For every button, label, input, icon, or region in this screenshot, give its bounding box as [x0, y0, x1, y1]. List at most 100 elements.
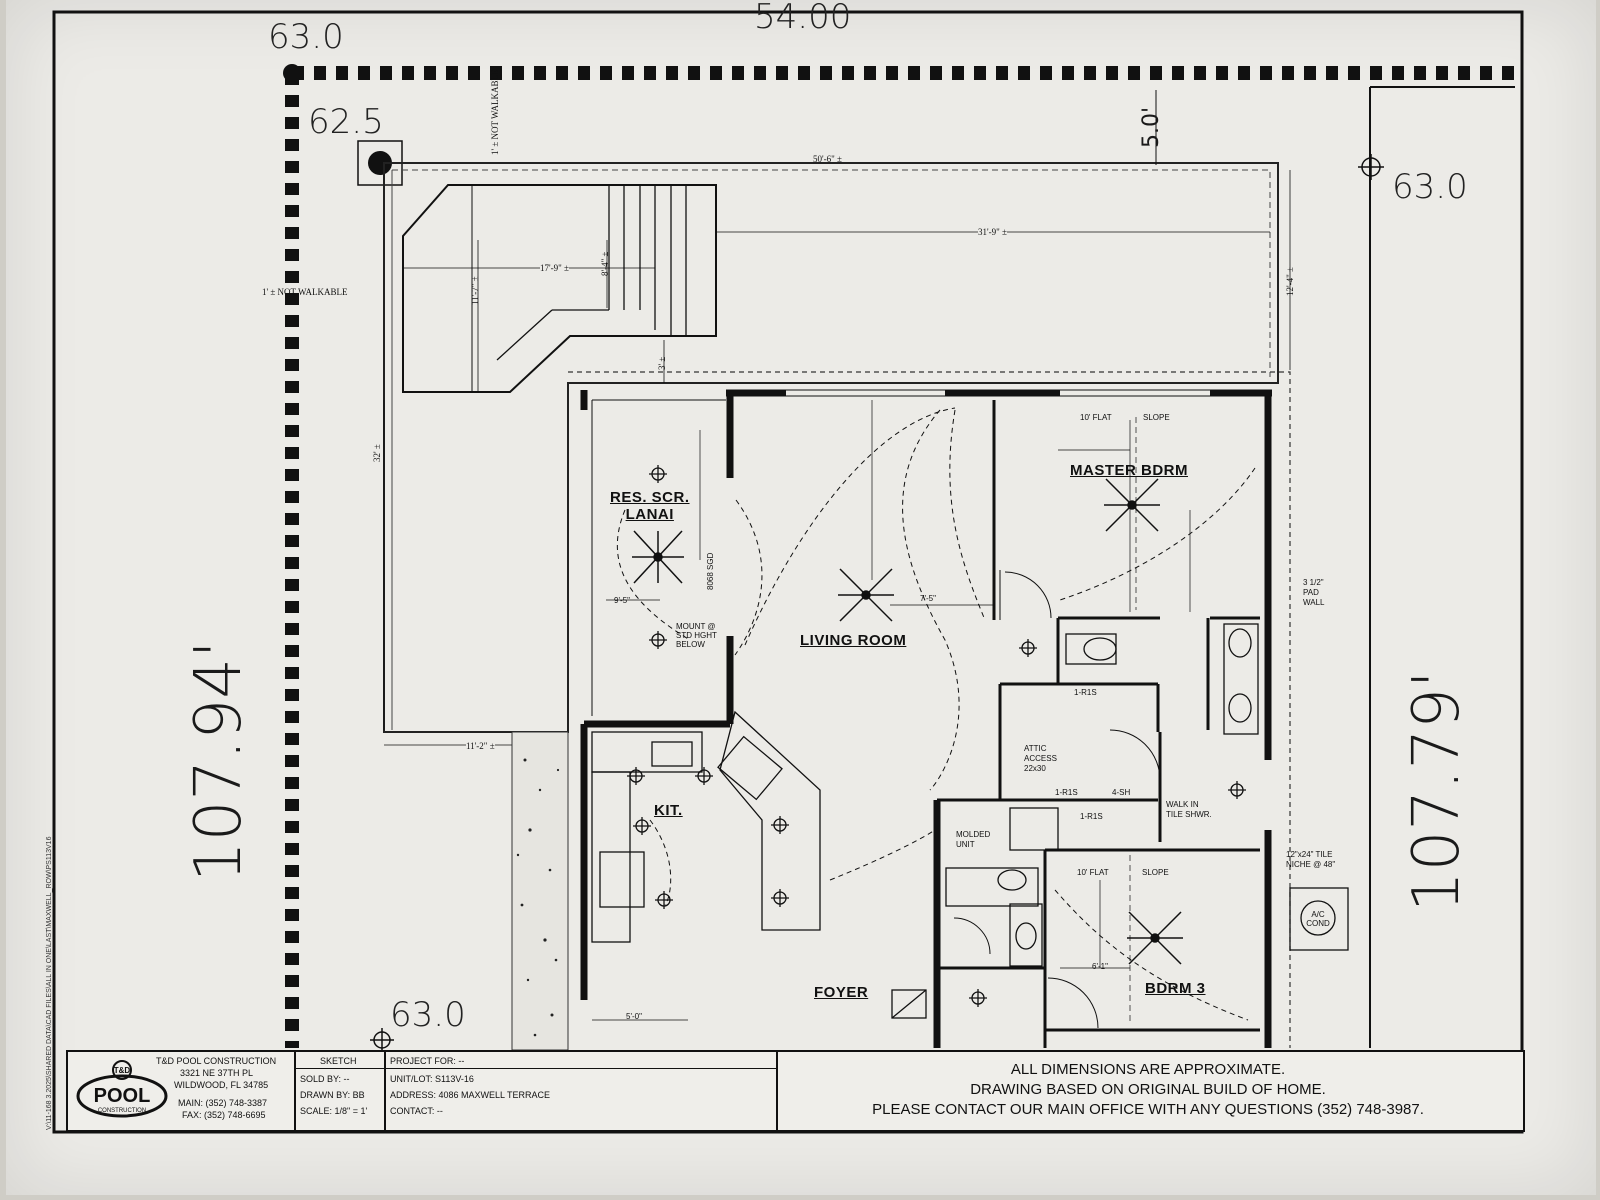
- project-cell: PROJECT FOR: -- UNIT/LOT: S113V-16 ADDRE…: [384, 1052, 778, 1130]
- living-dim: 7'-5": [920, 594, 936, 603]
- sketch-divider: [294, 1068, 384, 1069]
- company-fax: FAX: (352) 748-6695: [182, 1110, 266, 1120]
- bdrm3-dim: 6'-1": [1092, 962, 1108, 971]
- elev-top-left: 63.0: [268, 17, 344, 57]
- ceiling-fans: [632, 478, 1183, 965]
- elev-corner: 62.5: [308, 102, 384, 142]
- room-dimension-lines: [592, 400, 1191, 1025]
- deck-right-dim: 31'-9" ±: [978, 227, 1007, 237]
- company-main-phone: MAIN: (352) 748-3387: [178, 1098, 268, 1108]
- lot-length-left: 107.94': [182, 640, 256, 882]
- lanai-screen: [591, 399, 726, 716]
- walk-in-shower-note: WALK IN TILE SHWR.: [1166, 800, 1212, 819]
- company-address2: WILDWOOD, FL 34785: [174, 1080, 269, 1090]
- crosshair-right: [1358, 154, 1384, 180]
- title-block: T&D POOL CONSTRUCTION T&D POOL CONSTRUCT…: [66, 1050, 1525, 1132]
- project-address: ADDRESS: 4086 MAXWELL TERRACE: [390, 1090, 551, 1100]
- bottom-deck-dim: 11'-2" ±: [466, 741, 495, 751]
- attic-access-note: ATTIC ACCESS 22x30: [1024, 744, 1057, 773]
- lot-length-right: 107.79': [1400, 670, 1474, 912]
- kitchen-cabinets: [591, 710, 821, 943]
- tile-niche-note: 12"x24" TILE NICHE @ 48": [1286, 850, 1336, 869]
- general-notes: ALL DIMENSIONS ARE APPROXIMATE. DRAWING …: [778, 1060, 1518, 1120]
- pool-steps: [496, 185, 687, 361]
- kitchen-dim: 5'-0": [626, 1012, 642, 1021]
- walkway: [511, 731, 569, 1051]
- corner-pin: [283, 64, 301, 82]
- mount-note: MOUNT @ STD HGHT BELOW: [676, 622, 717, 649]
- lanai-gap-dim: 3' ±: [657, 356, 667, 370]
- master-ceiling-note: 10' FLAT: [1080, 413, 1112, 422]
- shelf-1: 1-R1S: [1074, 688, 1097, 697]
- sold-by: SOLD BY: --: [300, 1074, 350, 1084]
- deck-left-dim: 32' ±: [372, 444, 382, 462]
- paper-sheet: [6, 0, 1596, 1195]
- note-line-1: ALL DIMENSIONS ARE APPROXIMATE.: [1010, 1061, 1286, 1078]
- interior-walls: [937, 400, 1260, 1048]
- lanai-label: RES. SCR. LANAI: [610, 489, 690, 523]
- living-room-label: LIVING ROOM: [800, 632, 907, 649]
- project-for: PROJECT FOR: --: [390, 1056, 465, 1066]
- light-fixtures: [627, 465, 1246, 1007]
- shelf-4: 4-SH: [1112, 788, 1131, 797]
- deck-outline: [383, 162, 1279, 733]
- bdrm3-ceiling-note: 10' FLAT: [1077, 868, 1109, 877]
- project-divider: [384, 1068, 776, 1069]
- not-walkable-left: 1' ± NOT WALKABLE: [262, 287, 348, 297]
- elev-bottom-left: 63.0: [390, 995, 466, 1035]
- master-bedroom-label: MASTER BDRM: [1070, 462, 1188, 479]
- elev-top-partial: 54.00: [754, 0, 851, 37]
- bedroom3-label: BDRM 3: [1145, 980, 1206, 997]
- bdrm3-slope-note: SLOPE: [1142, 868, 1169, 877]
- step-depth-dim: 8'-4" ±: [600, 251, 610, 276]
- kitchen-label: KIT.: [654, 802, 683, 819]
- setback-text: 5.0': [1139, 107, 1164, 148]
- pool-dimensions: [383, 170, 1291, 746]
- door-swings: [953, 570, 1161, 1029]
- contact: CONTACT: --: [390, 1106, 443, 1116]
- house-outline: [568, 371, 1291, 1048]
- crosshair-bottom: [370, 1028, 394, 1052]
- lanai-width-dim: 9'-5": [614, 596, 630, 605]
- molded-unit-note: MOLDED UNIT: [956, 830, 991, 849]
- not-walkable-top: 1' ± NOT WALKABLE: [490, 69, 500, 155]
- corner-post-dot: [368, 151, 392, 175]
- bath-fixtures: [891, 623, 1349, 1019]
- deck-inner: [392, 169, 1271, 377]
- company-name: T&D POOL CONSTRUCTION: [156, 1056, 277, 1066]
- pad-wall-note: 3 1/2" PAD WALL: [1303, 578, 1325, 607]
- shelf-2: 1-R1S: [1055, 788, 1078, 797]
- note-line-3: PLEASE CONTACT OUR MAIN OFFICE WITH ANY …: [872, 1101, 1424, 1118]
- shelf-3: 1-R1S: [1080, 812, 1103, 821]
- note-line-2: DRAWING BASED ON ORIGINAL BUILD OF HOME.: [970, 1081, 1326, 1098]
- lanai-label-line1: RES. SCR.: [610, 489, 690, 506]
- walkway-speckle: [516, 758, 560, 1037]
- top-windows: [786, 389, 1210, 397]
- slider-note: 8068 SGD: [706, 552, 715, 590]
- pool: [402, 184, 717, 393]
- sketch-heading: SKETCH: [320, 1056, 357, 1066]
- pool-depth-dim: 11'-7" ±: [470, 276, 480, 305]
- company-cell: T&D POOL CONSTRUCTION T&D POOL CONSTRUCT…: [68, 1052, 296, 1130]
- drawn-by: DRAWN BY: BB: [300, 1090, 365, 1100]
- logo-top-text: T&D: [114, 1066, 131, 1075]
- exterior-walls: [580, 389, 1272, 1048]
- right-depth-dim: 12'-4" ±: [1285, 267, 1295, 296]
- company-logo: T&D POOL CONSTRUCTION: [76, 1060, 168, 1118]
- deck-width-dim: 50'-6" ±: [813, 154, 842, 164]
- sketch-cell: SKETCH SOLD BY: -- DRAWN BY: BB SCALE: 1…: [294, 1052, 386, 1130]
- lanai-label-line2: LANAI: [625, 506, 674, 523]
- ac-unit-note: A/C COND: [1306, 910, 1330, 928]
- logo-mid-text: POOL: [94, 1085, 151, 1107]
- scale: SCALE: 1/8" = 1': [300, 1106, 368, 1116]
- foyer-label: FOYER: [814, 984, 869, 1001]
- switch-runs: [616, 407, 1256, 1021]
- unit-lot: UNIT/LOT: S113V-16: [390, 1074, 474, 1084]
- master-slope-note: SLOPE: [1143, 413, 1170, 422]
- pool-width-dim: 17'-9" ±: [540, 263, 569, 273]
- file-path: V:\11-168 3.2025\SHARED DATA\CAD FILES\A…: [46, 836, 53, 1130]
- elev-right: 63.0: [1392, 167, 1468, 207]
- company-address1: 3321 NE 37TH PL: [180, 1068, 254, 1078]
- sheet-border: [52, 10, 1524, 1134]
